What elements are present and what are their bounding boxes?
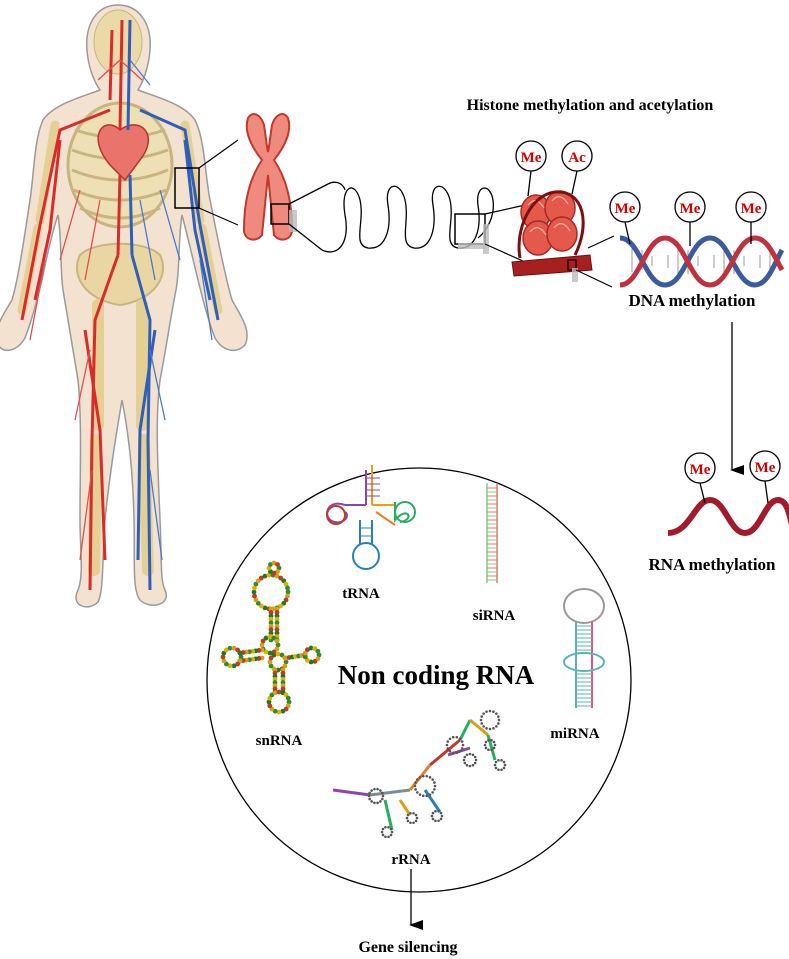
rna-me-label-1: Me: [690, 462, 711, 478]
dna-me-label-1: Me: [615, 201, 636, 217]
rna-me-label-2: Me: [755, 460, 776, 476]
histone-octamer: [520, 190, 578, 256]
gene-silencing-label: Gene silencing: [358, 939, 457, 956]
chromatin-zoom-box: [454, 213, 486, 245]
histone-modification-label: Histone methylation and acetylation: [467, 97, 714, 114]
dna-me-tag-3: Me: [735, 191, 767, 244]
trna-structure: [326, 465, 416, 570]
nucleosome: [511, 190, 593, 282]
snrna-label: snRNA: [256, 733, 303, 749]
arteries-fine: [29, 59, 143, 561]
histone-ac-label: Ac: [568, 150, 586, 166]
mirna-label: miRNA: [550, 726, 599, 742]
arteries: [20, 19, 124, 591]
histone-me-label: Me: [521, 150, 542, 166]
dna-me-label-2: Me: [680, 201, 701, 217]
non-coding-rna-circle: [206, 467, 632, 893]
veins: [126, 19, 220, 591]
dna-me-tag-1: Me: [609, 191, 641, 245]
leg-bones: [88, 299, 154, 576]
body-silhouette: [0, 4, 248, 608]
snrna-structure: [220, 560, 322, 715]
non-coding-rna-label: Non coding RNA: [338, 660, 535, 690]
zoom-lines-body: [198, 139, 239, 226]
veins-fine: [129, 59, 213, 561]
arm-zoom-box: [174, 167, 200, 209]
dna-methylation-label: DNA methylation: [628, 291, 756, 310]
rrna-structure: [332, 709, 507, 839]
dna-double-helix: [619, 235, 785, 288]
dna-me-tag-2: Me: [674, 191, 706, 246]
mirna-structure: [563, 588, 605, 708]
zoom-lines-nucleosome: [575, 235, 615, 288]
sirna-structure: [486, 483, 498, 583]
rrna-label: rRNA: [391, 852, 430, 868]
rna-me-tag-2: Me: [749, 450, 781, 504]
heart: [97, 124, 150, 182]
human-body-illustration: [0, 4, 248, 608]
rna-me-tag-1: Me: [684, 452, 716, 504]
rna-strand: [667, 496, 789, 537]
histone-me-tag: Me: [515, 140, 547, 197]
sirna-label: siRNA: [473, 608, 516, 624]
zoom-lines-chromatin: [484, 204, 526, 263]
skull: [93, 9, 143, 75]
chromatin-fiber: [288, 181, 494, 254]
trna-label: tRNA: [342, 586, 380, 602]
histone-ac-tag: Ac: [561, 140, 593, 195]
rna-methylation-label: RNA methylation: [648, 555, 776, 574]
dna-me-label-3: Me: [741, 201, 762, 217]
chromosome: [242, 113, 297, 241]
